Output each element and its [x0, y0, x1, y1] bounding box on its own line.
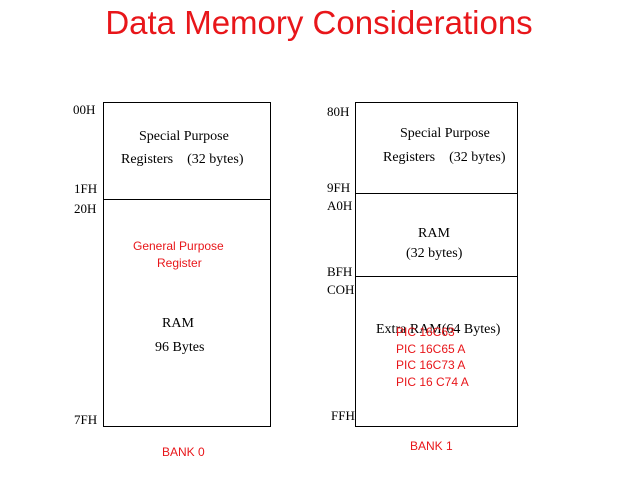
bank1-addr-ffh: FFH [331, 408, 355, 423]
bank0-label: BANK 0 [162, 445, 205, 459]
bank0-gpr-line2: Register [157, 256, 202, 270]
bank0-gpr-line1: General Purpose [133, 239, 224, 253]
bank0-memory-box [103, 102, 271, 427]
bank1-ram-size: (32 bytes) [406, 246, 463, 261]
bank1-addr-a0h: A0H [327, 198, 353, 213]
bank0-ram-label: RAM [162, 316, 194, 331]
bank1-addr-9fh: 9FH [327, 180, 351, 195]
bank1-addr-80h: 80H [327, 104, 350, 119]
bank1-extra-ram-label: Extra RAM(64 Bytes) [376, 322, 501, 337]
bank0-addr-7fh: 7FH [74, 412, 98, 427]
bank0-ram-size: 96 Bytes [155, 340, 205, 355]
bank1-device-4: PIC 16 C74 A [396, 375, 469, 389]
bank0-addr-20h: 20H [74, 201, 97, 216]
bank0-spr-line1: Special Purpose [139, 129, 229, 144]
bank1-addr-c0h: COH [327, 282, 355, 297]
bank1-ram-label: RAM [418, 226, 450, 241]
bank1-device-2: PIC 16C65 A [396, 342, 466, 356]
bank1-label: BANK 1 [410, 439, 453, 453]
bank1-memory-box [355, 102, 518, 427]
page-title: Data Memory Considerations [105, 4, 533, 41]
bank0-addr-1fh: 1FH [74, 181, 98, 196]
bank0-divider [103, 199, 271, 200]
bank1-addr-bfh: BFH [327, 264, 353, 279]
bank1-divider-ram [355, 276, 518, 277]
bank1-spr-line1: Special Purpose [400, 126, 490, 141]
bank1-device-1: PIC 16C63 [396, 325, 455, 339]
bank0-addr-00h: 00H [73, 102, 96, 117]
bank1-spr-line2: Registers (32 bytes) [383, 150, 506, 165]
bank1-device-3: PIC 16C73 A [396, 358, 466, 372]
bank1-divider-spr [355, 193, 518, 194]
bank0-spr-line2: Registers (32 bytes) [121, 152, 244, 167]
